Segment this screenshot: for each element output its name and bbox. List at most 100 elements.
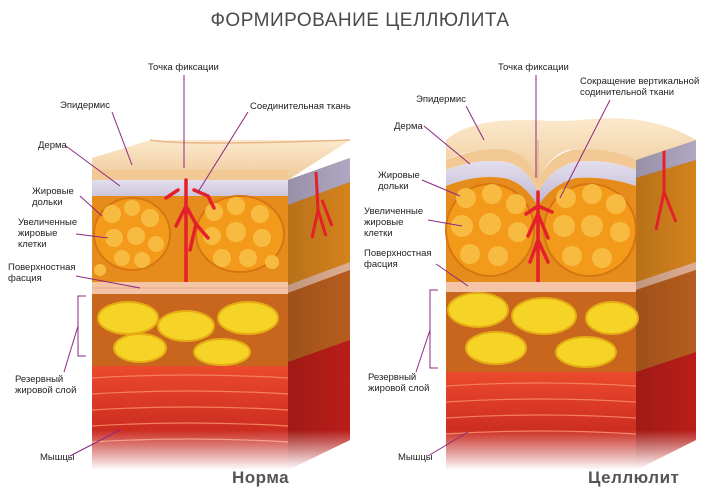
muscle-fiber [91,422,289,427]
fat-cell [127,227,145,245]
fat-cell [105,229,123,247]
label-connective-tissue-left: Соединительная ткань [250,101,351,112]
label-reserve-fat-layer-right: Резервный жировой слой [368,372,430,394]
caption-cellulite: Целлюлит [588,468,680,487]
caption-normal: Норма [232,468,290,487]
reserve-blob [585,301,639,335]
label-muscles-right: Мышцы [398,452,433,463]
side-shade-right [636,140,696,470]
label-superficial-fascia-right: Поверхностная фасция [364,248,432,270]
cellulite-skin-block [445,118,698,470]
fat-lobule-group-right [445,183,637,277]
fat-cell [610,222,630,242]
connective-tissue-right [524,190,554,284]
leader-lobules-right [421,179,461,197]
label-enlarged-fat-cells-right: Увеличенные жировые клетки [364,206,424,239]
bottom-fade-left [92,430,352,470]
label-dermis-left: Дерма [38,140,67,151]
muscle-fiber [91,406,289,411]
muscle-fiber [91,374,289,379]
fat-cell [213,249,231,267]
label-fixation-point-right: Точка фиксации [498,62,569,73]
label-enlarged-fat-cells-left: Увеличенные жировые клетки [18,217,78,250]
top-dimple-left [149,139,351,144]
fat-cell [488,246,508,266]
fat-cell [114,250,130,266]
label-vertical-contraction-right: Сокращение вертикальной содинительной тк… [580,76,700,98]
fat-cell [94,264,106,276]
connective-tissue-left [164,178,216,284]
fat-cell [606,194,626,214]
label-fixation-point-left: Точка фиксации [148,62,219,73]
label-superficial-fascia-left: Поверхностная фасция [8,262,76,284]
fat-cell [456,188,476,208]
side-connective-left [310,171,334,239]
fat-cell [482,184,502,204]
leader-enlarged-left [75,233,109,239]
label-epidermis-right: Эпидермис [416,94,466,105]
leader-enlarged-right [427,219,463,227]
leader-vertical-right [559,99,611,199]
bracket-reserve-right [429,289,438,369]
fat-lobule-group-left [93,195,285,276]
label-fat-lobules-right: Жировые дольки [378,170,420,192]
fat-cell [562,246,582,266]
fat-cell [226,222,246,242]
bottom-fade-right [446,430,698,470]
normal-skin-block [91,139,352,470]
leader-fascia-left [75,275,141,289]
leader-lobules-left [79,195,103,217]
reserve-fat-blobs-right [447,292,639,368]
label-muscles-left: Мышцы [40,452,75,463]
side-connective-right [654,150,678,231]
label-fat-lobules-left: Жировые дольки [32,186,74,208]
fat-cell [205,203,223,221]
fat-cell [134,252,150,268]
reserve-blob [113,333,167,363]
muscle-fiber [445,382,637,387]
label-dermis-right: Дерма [394,121,423,132]
front-fascia-right [446,282,636,292]
fat-cell [460,244,480,264]
reserve-blob [447,292,509,328]
reserve-blob [157,310,215,342]
leader-epidermis-right [465,105,485,141]
reserve-blob [193,338,251,366]
fat-cell [508,222,528,242]
fat-cell [582,184,602,204]
leader-connective-left [197,111,249,193]
reserve-blob [511,297,577,335]
fat-cell [506,194,526,214]
fat-cell [592,248,612,268]
fat-cell [203,227,221,245]
muscle-fiber [445,398,637,403]
fat-cell [148,236,164,252]
reserve-blob [217,301,279,335]
reserve-blob [465,331,527,365]
fat-cell [251,205,269,223]
page-title: ФОРМИРОВАНИЕ ЦЕЛЛЮЛИТА [210,10,510,31]
front-epidermis-left [92,170,288,180]
fat-cell [253,229,271,247]
fat-cell [479,213,501,235]
leader-dermis-right [423,125,471,165]
fat-cell [124,200,140,216]
leader-reserve-left [63,325,79,373]
label-reserve-fat-layer-left: Резервный жировой слой [15,374,77,396]
leader-muscles-right [427,431,469,457]
bracket-reserve-left [77,295,86,357]
fat-cell [556,188,576,208]
side-shade-left [288,158,350,470]
leader-muscles-left [69,429,121,457]
reserve-fat-blobs-left [97,301,279,366]
fat-cell [265,255,279,269]
fat-cell [239,249,257,267]
leader-fascia-right [435,263,469,287]
leader-lines [63,75,611,457]
front-epidermis-right [446,149,636,192]
reserve-blob [555,336,617,368]
leader-dermis-left [65,145,121,187]
muscle-fiber [445,414,637,419]
